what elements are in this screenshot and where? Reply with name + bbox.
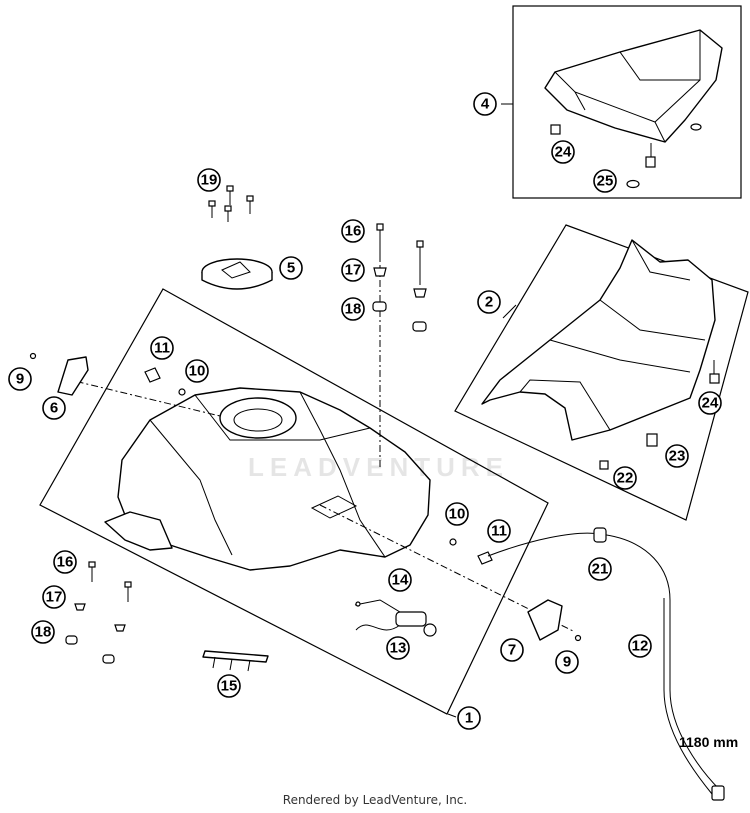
watermark: LEADVENTURE xyxy=(248,452,510,482)
svg-text:25: 25 xyxy=(597,173,614,190)
svg-text:14: 14 xyxy=(392,572,409,589)
filler-cap xyxy=(201,258,273,290)
callout-9-left: 9 xyxy=(8,367,32,391)
svg-text:15: 15 xyxy=(221,678,238,695)
lower-mount-hardware xyxy=(65,561,132,664)
callout-17-top: 17 xyxy=(341,258,365,282)
callout-17-bottom: 17 xyxy=(42,585,66,609)
callout-19: 19 xyxy=(197,168,221,192)
svg-text:17: 17 xyxy=(345,262,362,279)
svg-text:10: 10 xyxy=(449,506,466,523)
callout-7: 7 xyxy=(500,638,524,662)
cap-screws xyxy=(208,185,254,222)
callout-9-right: 9 xyxy=(555,650,579,674)
svg-text:18: 18 xyxy=(345,301,362,318)
hose-clamp xyxy=(593,527,607,543)
rider-seat xyxy=(481,239,716,441)
svg-text:2: 2 xyxy=(485,294,493,311)
svg-text:21: 21 xyxy=(592,561,609,578)
callout-13: 13 xyxy=(386,636,410,660)
callout-23: 23 xyxy=(665,444,689,468)
callout-24-right: 24 xyxy=(698,391,722,415)
callout-4: 4 xyxy=(473,92,497,116)
leader-lines xyxy=(447,103,517,718)
callout-5: 5 xyxy=(279,256,303,280)
tank-front-line xyxy=(61,377,221,417)
callout-18-top: 18 xyxy=(341,297,365,321)
svg-text:6: 6 xyxy=(50,400,58,417)
svg-text:23: 23 xyxy=(669,448,686,465)
callout-11-bottom: 11 xyxy=(487,519,511,543)
fuel-hose xyxy=(487,532,721,791)
fuel-tank-group-frame xyxy=(39,288,549,715)
svg-text:4: 4 xyxy=(481,96,490,113)
svg-text:1: 1 xyxy=(465,710,473,727)
callout-21: 21 xyxy=(588,557,612,581)
callout-25: 25 xyxy=(593,169,617,193)
seat-cowl xyxy=(544,29,723,143)
callout-18-bottom: 18 xyxy=(31,620,55,644)
seat-cowl-fasteners xyxy=(550,123,702,189)
seat-fasteners xyxy=(599,360,720,470)
small-fasteners xyxy=(29,352,582,642)
callout-11-top: 11 xyxy=(150,336,174,360)
rear-bracket xyxy=(527,599,563,641)
callout-10-bottom: 10 xyxy=(445,502,469,526)
svg-text:17: 17 xyxy=(46,589,63,606)
hose-length-label: 1180 mm xyxy=(679,734,739,750)
callout-2: 2 xyxy=(477,290,501,314)
seat-cowl-inset-frame xyxy=(512,5,742,199)
svg-text:7: 7 xyxy=(508,642,516,659)
callout-12: 12 xyxy=(628,634,652,658)
svg-text:9: 9 xyxy=(563,654,571,671)
callout-1: 1 xyxy=(457,706,481,730)
trim-strip xyxy=(202,650,269,663)
svg-text:24: 24 xyxy=(702,395,719,412)
svg-text:16: 16 xyxy=(57,554,74,571)
callout-16-bottom: 16 xyxy=(53,550,77,574)
hose-end xyxy=(711,785,725,801)
svg-text:16: 16 xyxy=(345,223,362,240)
svg-text:22: 22 xyxy=(617,470,634,487)
svg-text:11: 11 xyxy=(491,523,507,540)
svg-text:5: 5 xyxy=(287,260,295,277)
fuel-level-sensor xyxy=(354,599,437,637)
svg-text:10: 10 xyxy=(189,363,206,380)
svg-text:9: 9 xyxy=(16,371,24,388)
callout-16-top: 16 xyxy=(341,219,365,243)
tank-rear-line xyxy=(319,504,576,633)
fuel-tank xyxy=(104,387,431,571)
svg-text:18: 18 xyxy=(35,624,52,641)
fuel-hose-outer xyxy=(663,598,713,795)
callout-14: 14 xyxy=(388,568,412,592)
svg-text:11: 11 xyxy=(154,340,170,357)
callout-24-top: 24 xyxy=(551,140,575,164)
callout-10-top: 10 xyxy=(185,359,209,383)
svg-text:13: 13 xyxy=(390,640,407,657)
callout-15: 15 xyxy=(217,674,241,698)
front-bracket xyxy=(57,356,89,396)
footer-credit: Rendered by LeadVenture, Inc. xyxy=(282,793,468,807)
svg-text:24: 24 xyxy=(555,144,572,161)
svg-text:12: 12 xyxy=(632,638,649,655)
callout-22: 22 xyxy=(613,466,637,490)
callout-6: 6 xyxy=(42,396,66,420)
svg-text:19: 19 xyxy=(201,172,218,189)
tank-mount-hardware xyxy=(372,223,427,332)
